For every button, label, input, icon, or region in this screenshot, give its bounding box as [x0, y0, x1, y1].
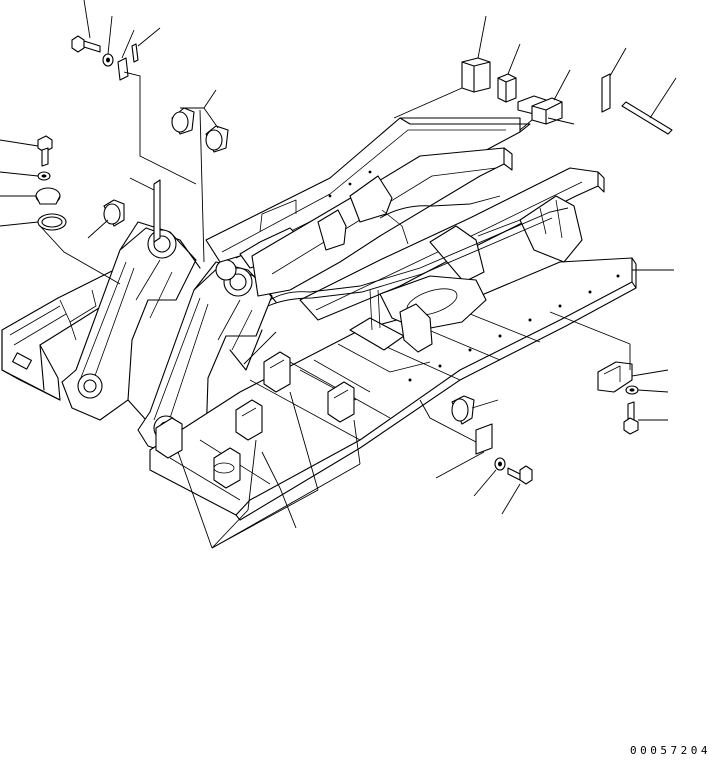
- part-washer-right: [625, 385, 639, 395]
- part-block-2: [497, 73, 517, 103]
- main-frame: [1, 117, 637, 521]
- part-plate-vertical: [153, 179, 161, 243]
- part-rod-right: [621, 101, 673, 135]
- part-bushing-top: [171, 107, 229, 153]
- part-bolt-bottom: [507, 465, 533, 485]
- support-pads: [155, 351, 355, 489]
- part-cap-left: [35, 187, 61, 205]
- part-bushing-left: [103, 199, 125, 227]
- part-plate-bottom: [475, 423, 493, 455]
- chassis-center: [299, 274, 620, 401]
- part-ring-left: [37, 213, 67, 231]
- leader-lines: [0, 0, 677, 549]
- part-bushing-bottom: [451, 395, 475, 425]
- part-bolt-right: [623, 401, 639, 435]
- part-bracket-right: [597, 361, 633, 393]
- part-bolt-left: [37, 135, 53, 167]
- center-beam: [251, 147, 513, 297]
- part-shim-top: [117, 43, 139, 81]
- part-washer-top: [102, 53, 114, 67]
- part-washer-left: [37, 171, 51, 181]
- part-shim-right: [601, 73, 611, 113]
- hose-loop: [267, 195, 569, 307]
- part-washer-bottom: [494, 457, 506, 471]
- drawing-number: 00057204: [630, 744, 711, 757]
- part-block-3: [517, 95, 563, 125]
- part-bolt-top: [71, 35, 101, 53]
- part-block-1: [461, 57, 491, 93]
